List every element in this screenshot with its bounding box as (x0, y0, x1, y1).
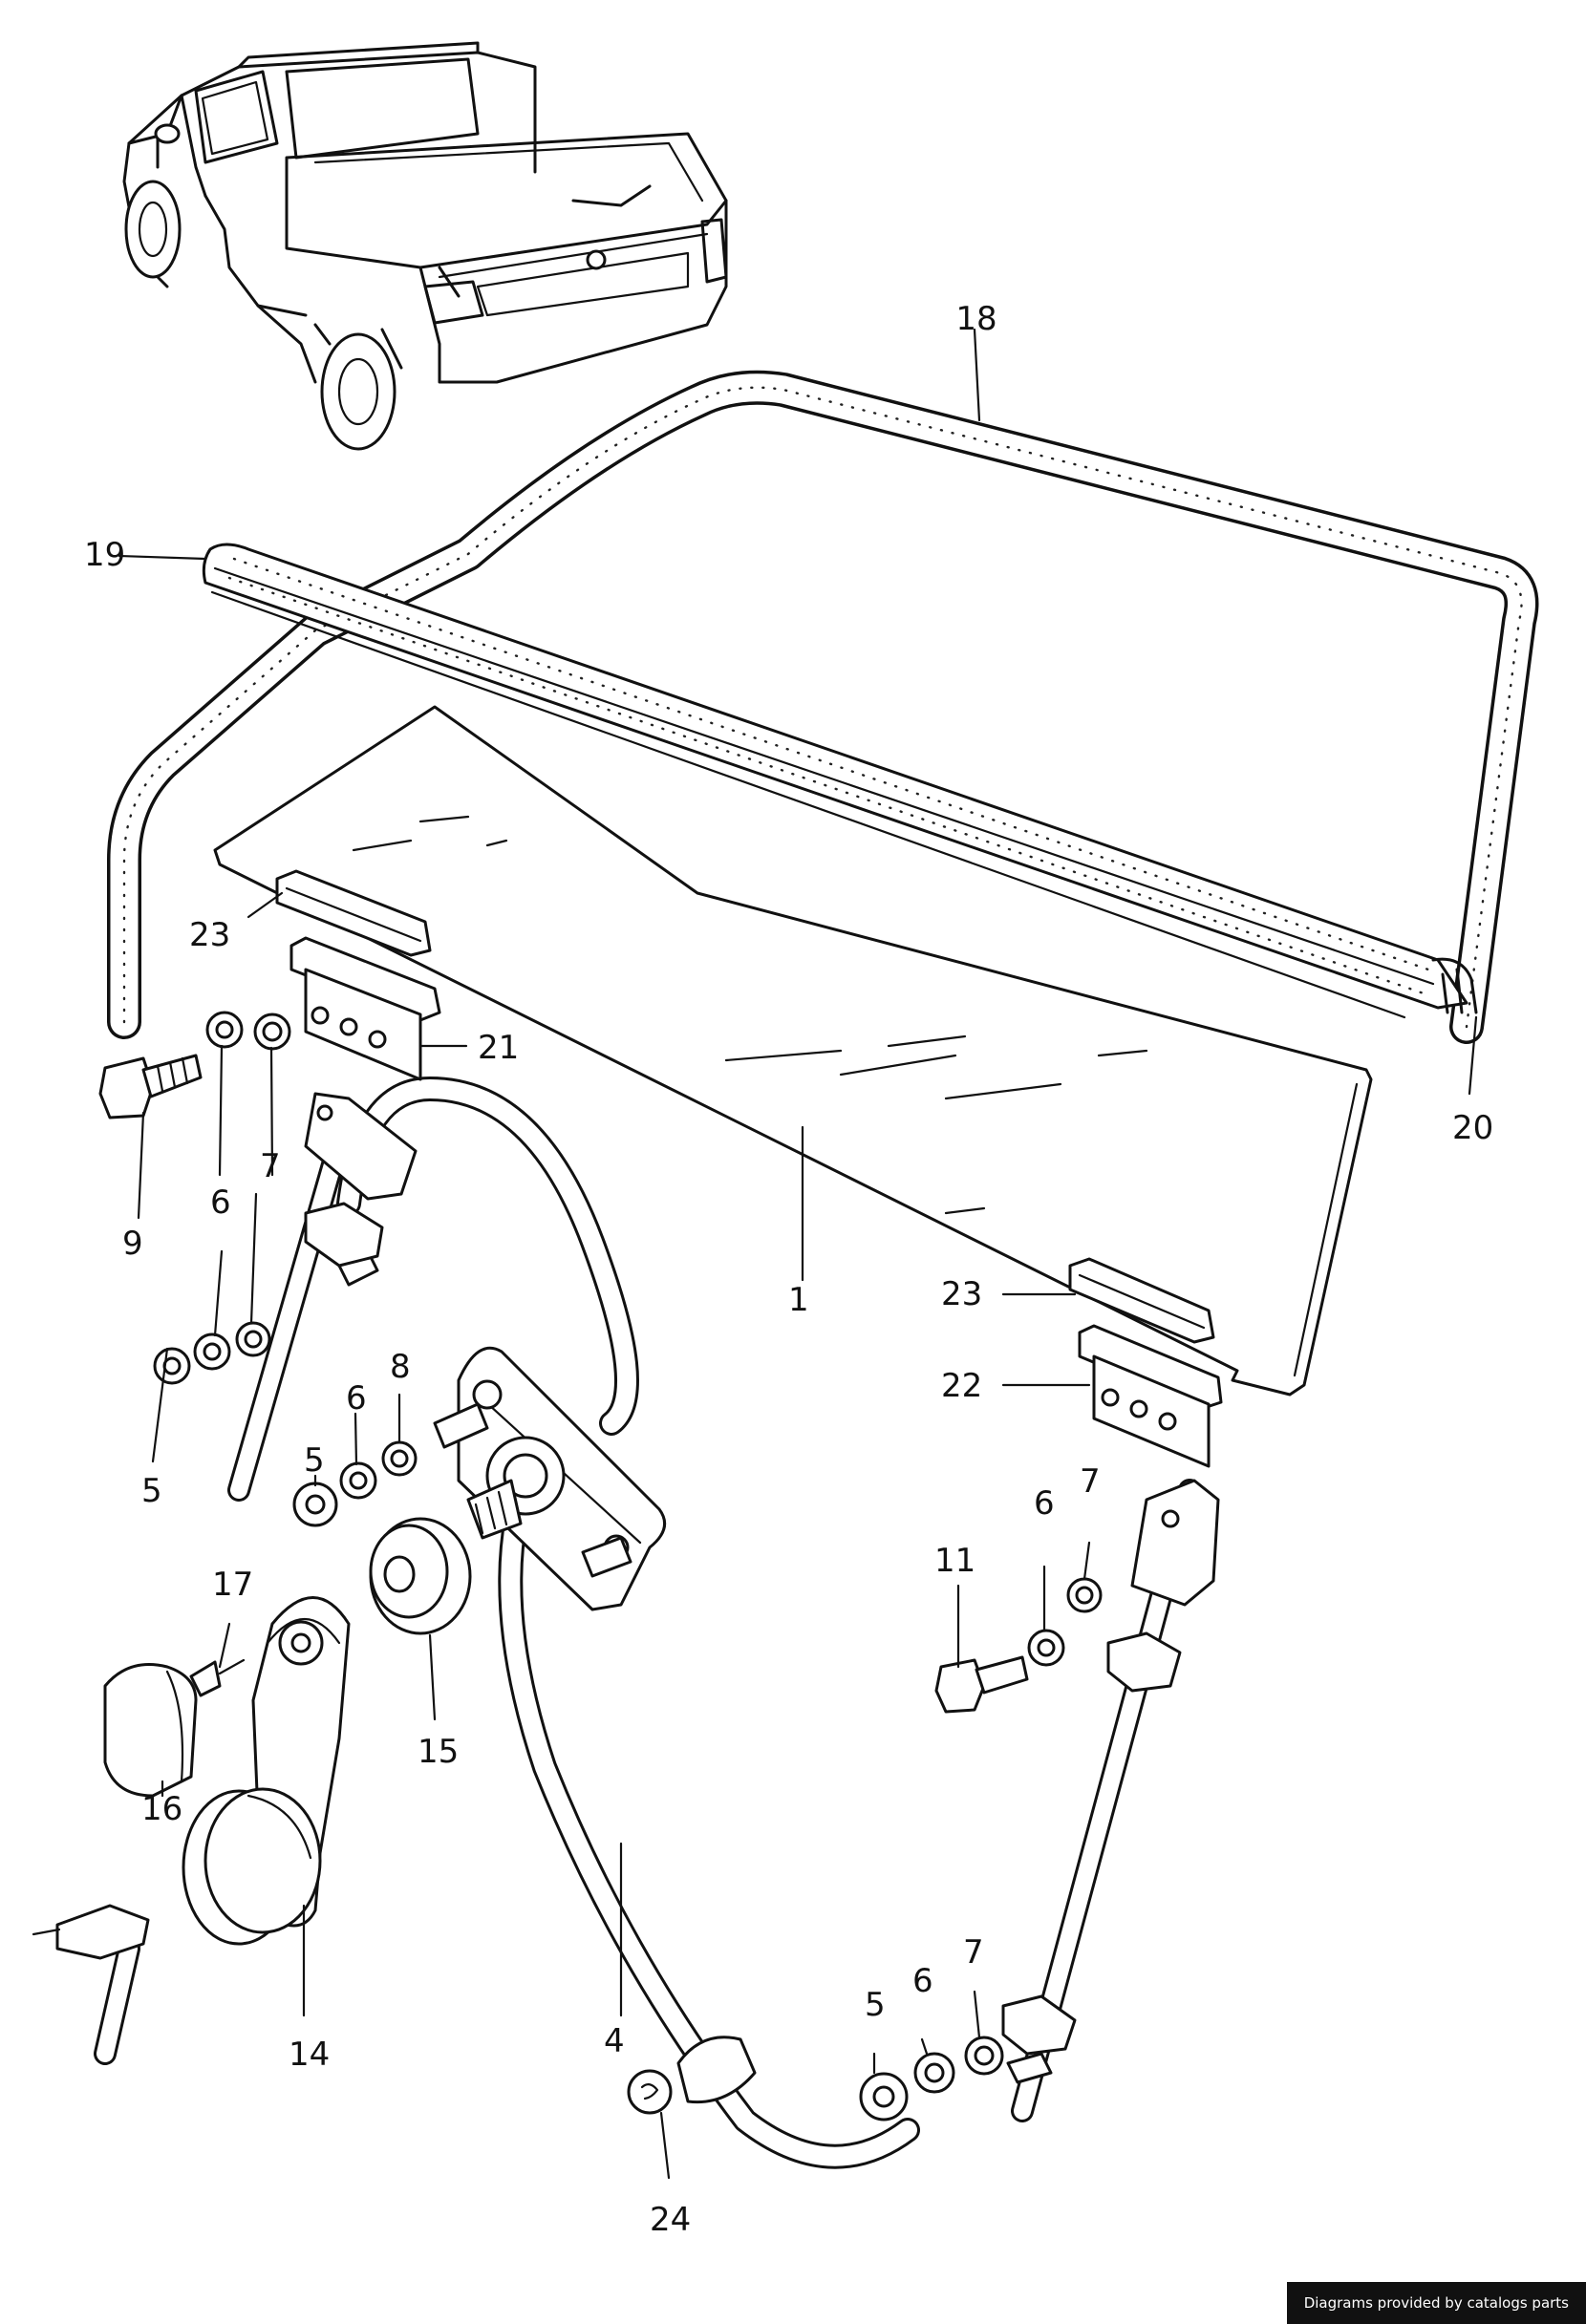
outer-window-strip (202, 543, 1478, 1019)
callout-14: 14 (289, 2036, 330, 2074)
regulator-cable (336, 1077, 920, 2169)
callout-5-left: 5 (141, 1472, 162, 1510)
callout-24: 24 (650, 2201, 691, 2239)
callout-6-upper-left: 6 (210, 1183, 231, 1222)
callout-9: 9 (122, 1225, 143, 1263)
callout-8: 8 (390, 1348, 411, 1386)
lower-left-bracket (32, 1904, 150, 1960)
handle-cap-and-screw (103, 1658, 246, 1798)
credit-banner: Diagrams provided by catalogs parts (1286, 2282, 1586, 2324)
callout-20: 20 (1452, 1109, 1493, 1147)
leader-lines (118, 328, 1478, 2180)
callout-7-upper-left: 7 (260, 1147, 281, 1185)
callout-6-center: 6 (346, 1379, 367, 1418)
door-glass (213, 705, 1373, 1397)
callout-11: 11 (934, 1542, 975, 1580)
callout-18: 18 (955, 300, 997, 338)
callout-19: 19 (84, 536, 125, 574)
vehicle-illustration (122, 41, 728, 451)
callout-7-right: 7 (1080, 1462, 1101, 1501)
callout-labels: 18 19 20 23 21 1 23 22 9 6 7 5 5 6 8 11 … (84, 300, 1493, 2239)
fasteners (98, 1011, 1103, 2121)
callout-7-bottom: 7 (963, 1933, 984, 1972)
callout-16: 16 (141, 1790, 182, 1828)
regulator-mount-plate (433, 1346, 667, 1611)
callout-4: 4 (604, 2022, 625, 2060)
glass-channels (275, 869, 1223, 1468)
spacer-ring (369, 1517, 472, 1635)
crank-handle (182, 1596, 351, 1946)
door-seal-frame (107, 370, 1539, 1044)
cable-clip (627, 2036, 757, 2115)
callout-23-upper: 23 (189, 916, 230, 954)
callout-5-center: 5 (304, 1441, 325, 1480)
callout-15: 15 (418, 1733, 459, 1771)
callout-6-right: 6 (1034, 1484, 1055, 1523)
callout-6-bottom: 6 (912, 1962, 933, 2000)
callout-21: 21 (478, 1029, 519, 1067)
callout-17: 17 (212, 1566, 253, 1604)
right-rod-brackets (1001, 1479, 1220, 2084)
upper-left-rod-mount (304, 1092, 418, 1268)
callout-22: 22 (941, 1367, 982, 1405)
callout-5-bottom: 5 (865, 1986, 886, 2024)
callout-1: 1 (788, 1281, 809, 1319)
callout-23-lower: 23 (941, 1275, 982, 1313)
